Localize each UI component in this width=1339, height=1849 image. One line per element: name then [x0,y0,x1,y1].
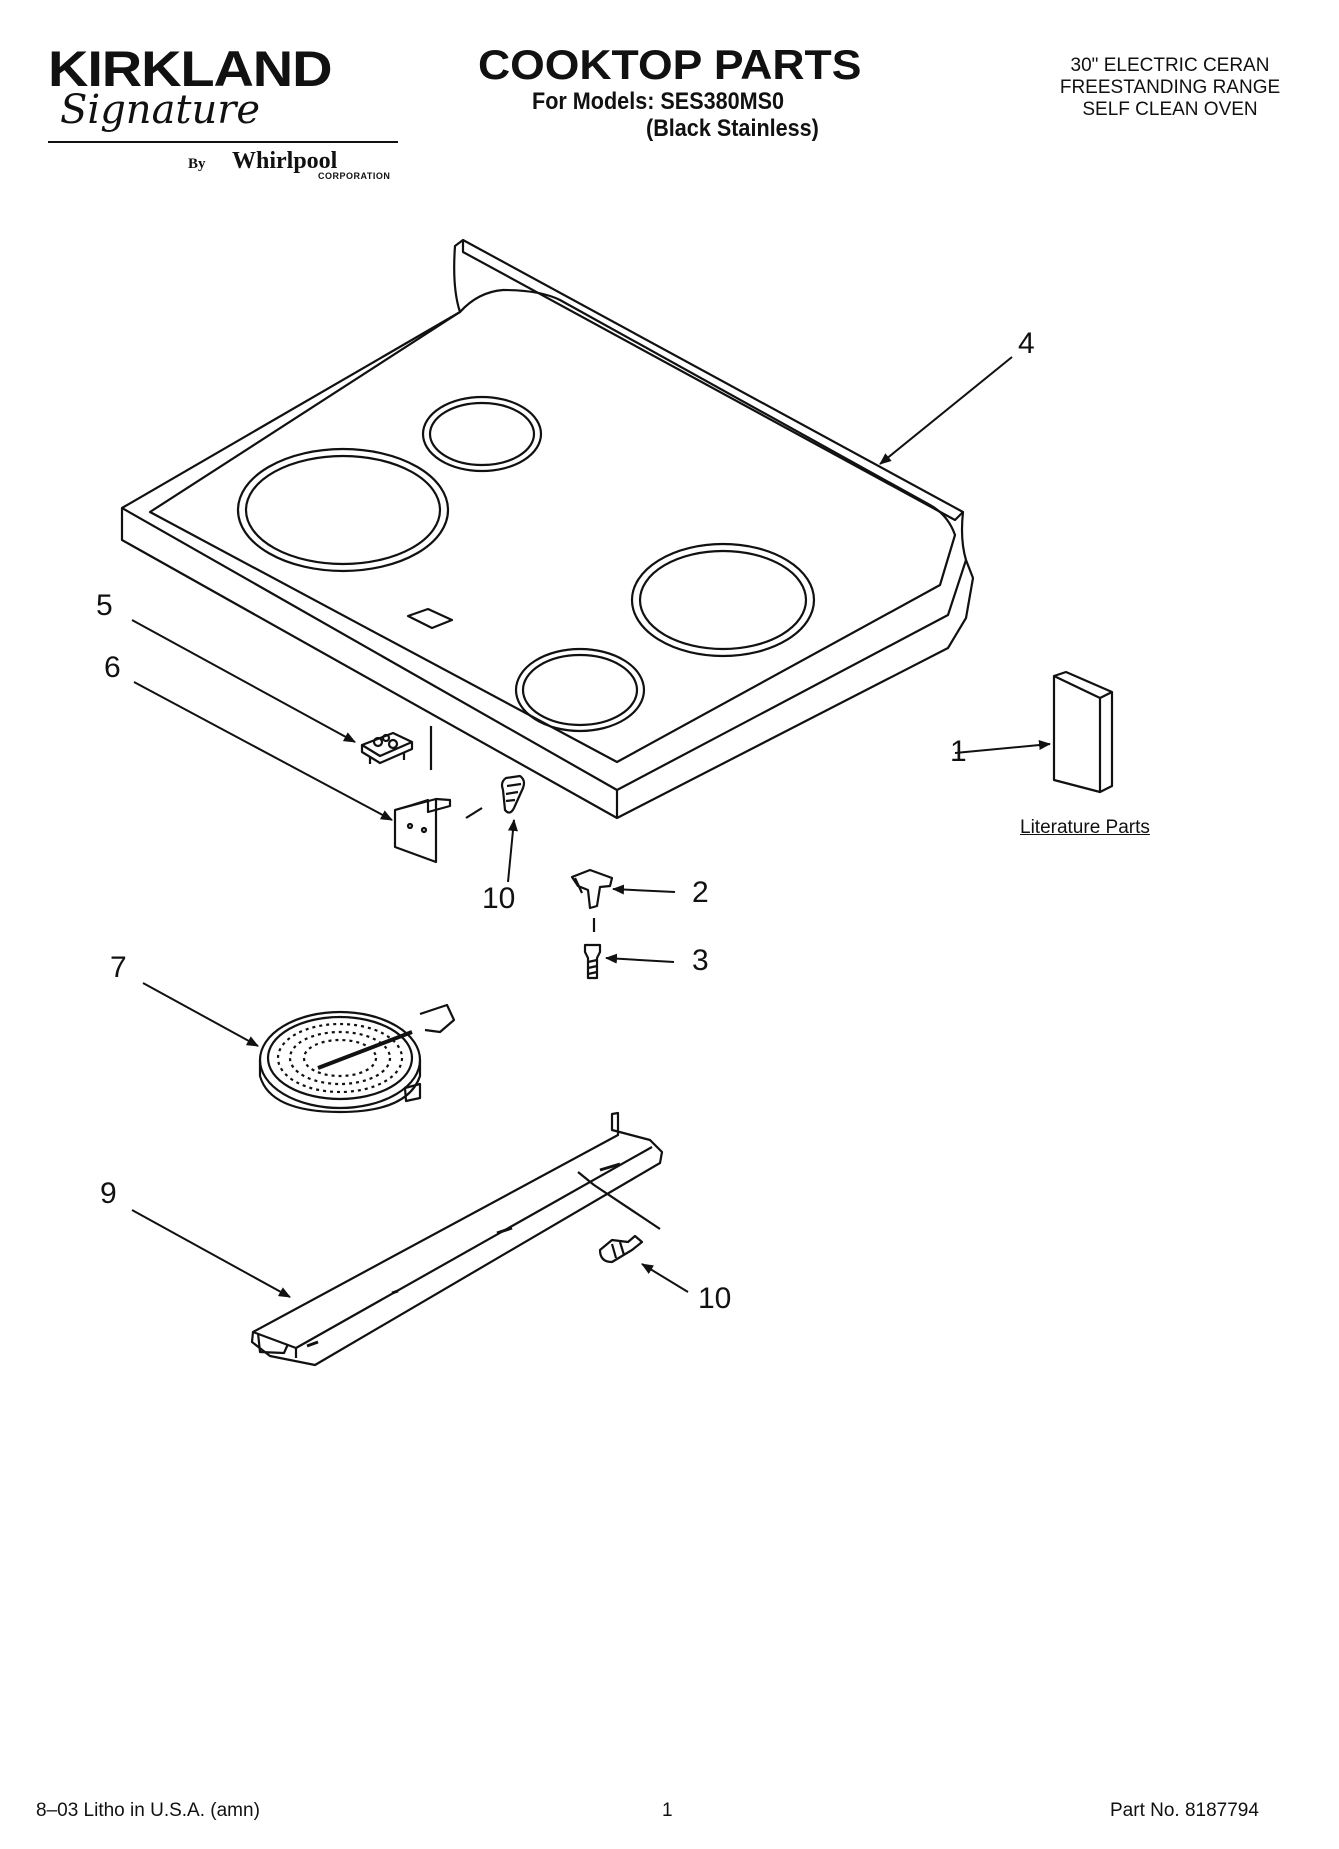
leader-line-10b [641,1263,689,1293]
mounting-clip [570,868,614,910]
leader-line-7 [142,982,259,1047]
limit-switch [360,731,414,765]
page-title: COOKTOP PARTS [478,41,862,88]
page-number: 1 [662,1800,673,1821]
screw-upper [500,774,526,814]
callout-3: 3 [692,944,709,977]
callout-5: 5 [96,589,113,622]
literature-booklet [1052,670,1114,794]
burner-opening-large-right [630,542,816,658]
surface-heating-element [258,1003,456,1114]
finish-line: (Black Stainless) [646,115,819,142]
leader-line-5 [131,619,356,743]
leader-line-6 [133,681,393,821]
by-label: By [188,156,206,172]
spec-line-2: FREESTANDING RANGE [1059,77,1281,98]
brand-logo-signature: Signature [60,87,261,133]
callout-10-lower: 10 [698,1282,732,1315]
burner-opening-large-left [236,447,450,573]
switch-bracket [393,797,452,864]
hot-surface-indicator-window [406,607,454,630]
callout-2: 2 [692,876,709,909]
leader-line-4 [879,356,1013,465]
callout-10-upper: 10 [482,882,516,915]
callout-1: 1 [950,735,967,768]
brand-logo-kirkland: KIRKLAND [48,41,333,97]
burner-opening-small-front [514,647,646,733]
part-number: Part No. 8187794 [1110,1800,1259,1821]
models-line: For Models: SES380MS0 [532,88,785,115]
literature-parts-label: Literature Parts [1020,817,1150,838]
burner-opening-small-back [421,395,543,473]
manufacturer-sub: CORPORATION [318,171,391,181]
screw-lower [598,1234,644,1264]
spec-line-3: SELF CLEAN OVEN [1082,99,1258,120]
manufacturer-logo: Whirlpool [232,148,338,174]
header-divider [48,141,398,143]
screw-clip [583,943,602,980]
leader-line-2 [612,884,676,895]
callout-4: 4 [1018,327,1035,360]
callout-6: 6 [104,651,121,684]
leader-line-1 [954,740,1051,754]
spec-line-1: 30" ELECTRIC CERAN [1070,55,1270,76]
cooktop-glass-top [120,238,975,820]
callout-7: 7 [110,951,127,984]
leader-line-3 [605,953,675,964]
leader-line-10a [507,819,518,883]
leader-line-9 [131,1209,291,1298]
callout-9: 9 [100,1177,117,1210]
footer-litho: 8–03 Litho in U.S.A. (amn) [36,1800,260,1821]
element-support-bar [250,1111,664,1367]
